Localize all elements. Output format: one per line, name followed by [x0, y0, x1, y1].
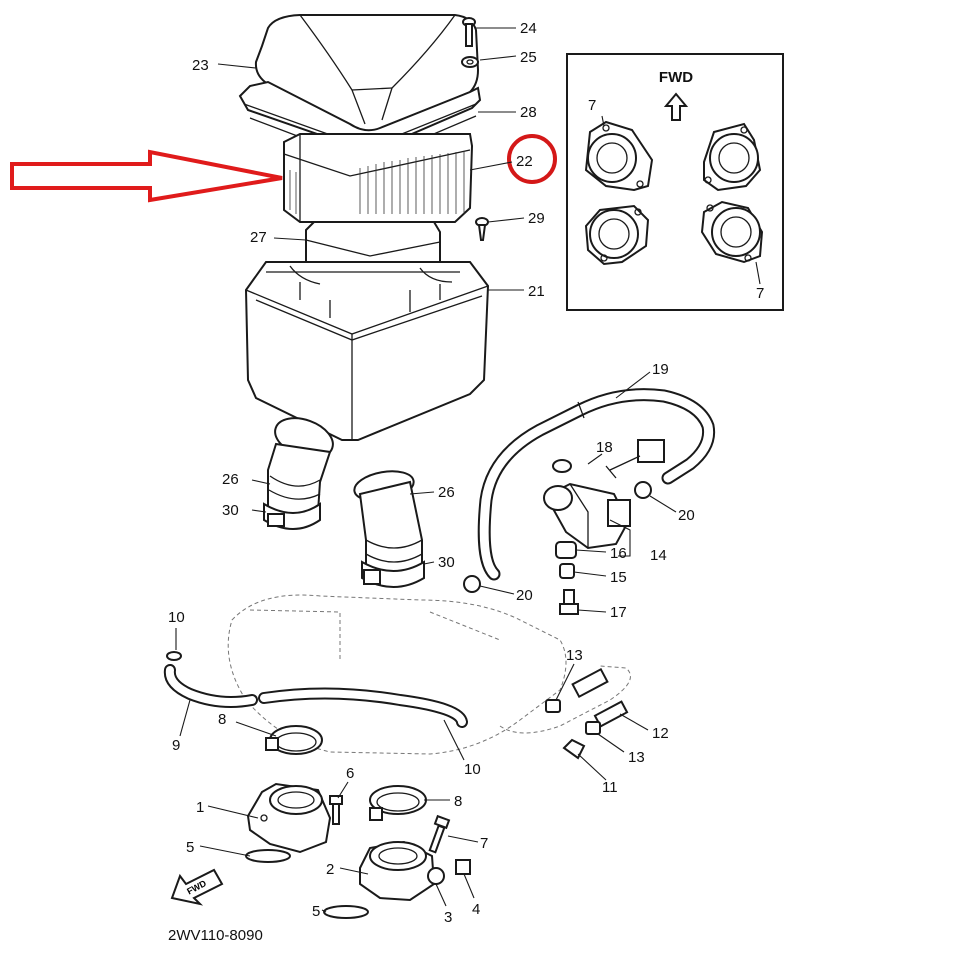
clamp-8-lower [369, 785, 427, 821]
clip-20-upper [634, 481, 652, 499]
label-30-left: 30 [222, 502, 239, 519]
inset-joint-lower-left [584, 204, 650, 266]
label-4: 4 [472, 901, 480, 918]
fwd-direction-arrow-icon: FWD [170, 868, 224, 906]
label-2: 2 [326, 861, 334, 878]
label-26-left: 26 [222, 471, 239, 488]
part-labels: 23 24 25 28 22 29 27 21 7 7 19 18 20 14 … [168, 20, 764, 926]
inset-box: FWD [566, 53, 784, 311]
label-24: 24 [520, 20, 537, 37]
label-20-upper: 20 [678, 507, 695, 524]
label-5-lower: 5 [312, 903, 320, 920]
connector [605, 439, 665, 479]
label-19: 19 [652, 361, 669, 378]
leader-lines [175, 27, 761, 913]
oring-5-lower [323, 905, 369, 919]
joint-26-right [353, 470, 423, 586]
label-26-right: 26 [438, 484, 455, 501]
label-6: 6 [346, 765, 354, 782]
label-5-upper: 5 [186, 839, 194, 856]
engine-ghost-outline [227, 594, 567, 755]
screw-24 [462, 17, 476, 47]
label-10-upper: 10 [168, 609, 185, 626]
highlight-circle [507, 134, 557, 184]
clip-20-lower [463, 575, 481, 593]
clip-4 [455, 859, 471, 875]
label-20-lower: 20 [516, 587, 533, 604]
joint-1 [246, 782, 332, 854]
air-filter-case-21 [244, 261, 490, 441]
label-16: 16 [610, 545, 627, 562]
cap-16 [555, 541, 577, 559]
inset-joint-lower-right [700, 200, 764, 264]
highlight-arrow [10, 149, 283, 203]
solenoid-valve-14 [543, 482, 631, 550]
label-13-upper: 13 [566, 647, 583, 664]
label-9: 9 [172, 737, 180, 754]
label-12: 12 [652, 725, 669, 742]
hose-9 [163, 664, 468, 728]
spacer-15 [559, 563, 575, 579]
inset-up-arrow-icon [663, 92, 689, 121]
label-22: 22 [516, 153, 533, 170]
cap-3 [427, 867, 445, 885]
label-7-lower: 7 [480, 835, 488, 852]
bolt-6 [329, 795, 343, 825]
label-8-upper: 8 [218, 711, 226, 728]
joint-26-left [267, 417, 334, 528]
label-15: 15 [610, 569, 627, 586]
bolt-7 [428, 814, 451, 854]
clamp-30-right [361, 560, 425, 588]
label-7-inset-bottom: 7 [756, 285, 764, 302]
hose-12 [571, 667, 629, 728]
label-28: 28 [520, 104, 537, 121]
fitting-11 [562, 738, 586, 760]
washer-25 [461, 56, 479, 68]
label-1: 1 [196, 799, 204, 816]
label-8-lower: 8 [454, 793, 462, 810]
label-13-lower: 13 [628, 749, 645, 766]
inset-joint-upper-left [584, 120, 654, 192]
joint-2 [359, 840, 436, 902]
label-11: 11 [602, 779, 618, 796]
label-21: 21 [528, 283, 545, 300]
label-14: 14 [650, 547, 667, 564]
clip-10-upper [166, 651, 182, 661]
inset-fwd-label: FWD [659, 69, 693, 86]
air-filter-case-cover [238, 14, 482, 151]
label-23: 23 [192, 57, 209, 74]
oring-5-upper [245, 849, 291, 863]
clamp-30-left [263, 502, 321, 530]
ghost-hose-loop [499, 665, 631, 734]
bolt-17 [559, 589, 579, 615]
label-18: 18 [596, 439, 613, 456]
drawing-code: 2WV110-8090 [168, 927, 263, 944]
label-10-lower: 10 [464, 761, 481, 778]
label-3: 3 [444, 909, 452, 926]
clamp-8-upper [265, 725, 323, 755]
label-30-right: 30 [438, 554, 455, 571]
inset-joint-upper-right [703, 122, 762, 192]
air-filter-element-22 [283, 133, 474, 223]
screw-29 [475, 217, 489, 241]
label-27: 27 [250, 229, 267, 246]
label-29: 29 [528, 210, 545, 227]
hose-19 [477, 388, 716, 581]
label-17: 17 [610, 604, 627, 621]
label-7-inset-top: 7 [588, 97, 596, 114]
clip-13 [545, 699, 601, 735]
cap-18 [552, 459, 572, 473]
label-25: 25 [520, 49, 537, 66]
